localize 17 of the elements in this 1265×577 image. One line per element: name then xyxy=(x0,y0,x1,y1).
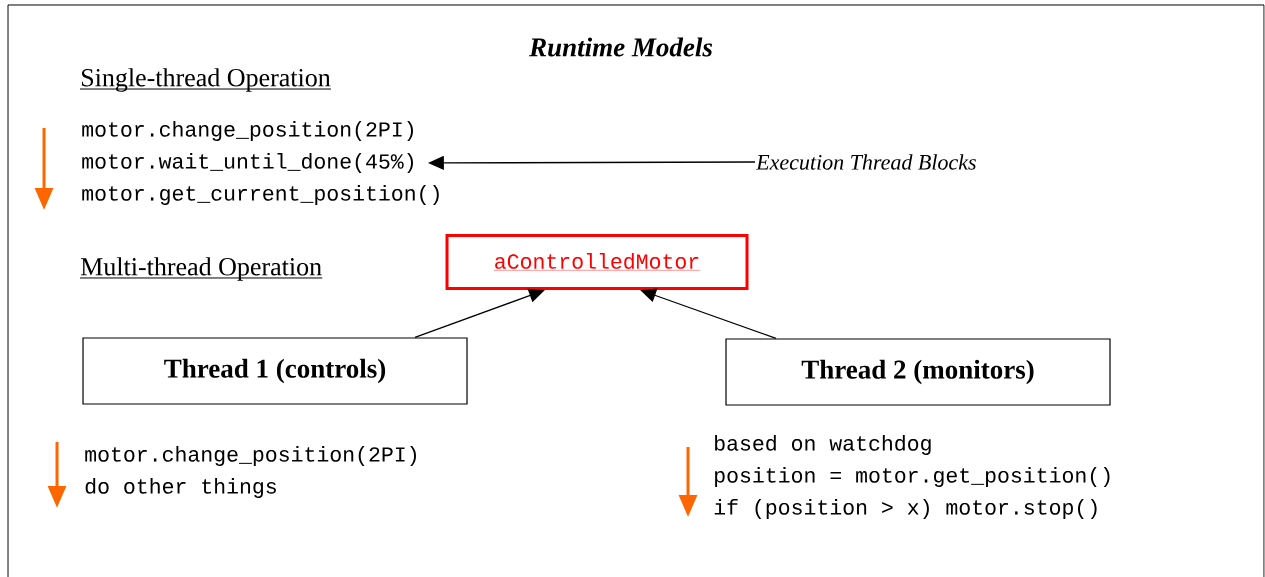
arrow xyxy=(640,288,777,340)
code-line: based on watchdog xyxy=(715,435,931,455)
code-line: motor.get_current_position() xyxy=(82,185,439,205)
class-box: aControlledMotor xyxy=(445,234,749,290)
code-line: motor.wait_until_done(45%) xyxy=(82,153,413,173)
code-line: if (position > x) motor.stop() xyxy=(714,499,1097,519)
thread-box: Thread 2 (monitors) xyxy=(725,338,1111,406)
annotation: Execution Thread Blocks xyxy=(755,154,976,170)
code-line: do other things xyxy=(85,478,276,498)
section-heading: Multi-thread Operation xyxy=(79,257,323,281)
arrow xyxy=(414,288,545,339)
code-line: position = motor.get_position() xyxy=(715,467,1110,487)
code-line: motor.change_position(2PI) xyxy=(85,446,416,466)
section-heading: Single-thread Operation xyxy=(79,68,332,92)
thread-box: Thread 1 (controls) xyxy=(82,337,468,405)
title: Runtime Models xyxy=(529,37,713,57)
code-line: motor.change_position(2PI) xyxy=(82,121,413,141)
